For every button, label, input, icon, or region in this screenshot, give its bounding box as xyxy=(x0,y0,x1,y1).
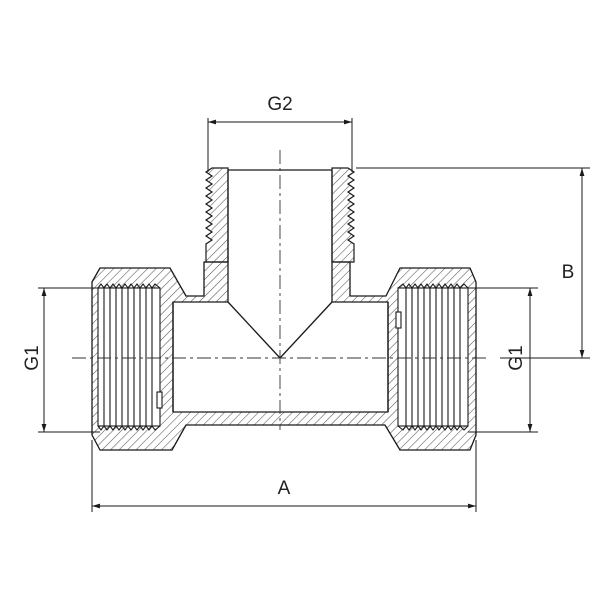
dimension-g1-left xyxy=(38,287,100,433)
left-thread-bottom-teeth xyxy=(97,425,161,431)
top-thread-right-teeth xyxy=(331,167,356,263)
top-thread-left-teeth xyxy=(204,167,229,263)
tee-body xyxy=(91,169,477,451)
right-thread-end-mark xyxy=(395,311,402,329)
left-thread-end-mark xyxy=(156,391,163,409)
dimension-b xyxy=(356,167,590,359)
g2-label: G2 xyxy=(267,94,292,115)
dimension-g2 xyxy=(207,118,353,172)
a-label: A xyxy=(278,478,291,499)
right-thread-crests xyxy=(405,288,461,426)
top-male-thread xyxy=(204,167,356,263)
right-female-thread xyxy=(395,283,469,431)
center-lines xyxy=(72,150,490,430)
dimension-g1-right xyxy=(468,287,538,433)
g1-left-label: G1 xyxy=(22,345,43,370)
right-thread-bore xyxy=(397,287,469,427)
g1-right-label: G1 xyxy=(506,345,527,370)
right-thread-bottom-teeth xyxy=(397,425,469,431)
b-label: B xyxy=(562,262,575,283)
left-female-thread xyxy=(97,283,163,431)
right-thread-top-teeth xyxy=(397,283,469,289)
dimension-a xyxy=(91,440,477,512)
left-thread-top-teeth xyxy=(97,283,161,289)
left-thread-crests xyxy=(103,288,153,426)
left-thread-bore xyxy=(97,287,161,427)
